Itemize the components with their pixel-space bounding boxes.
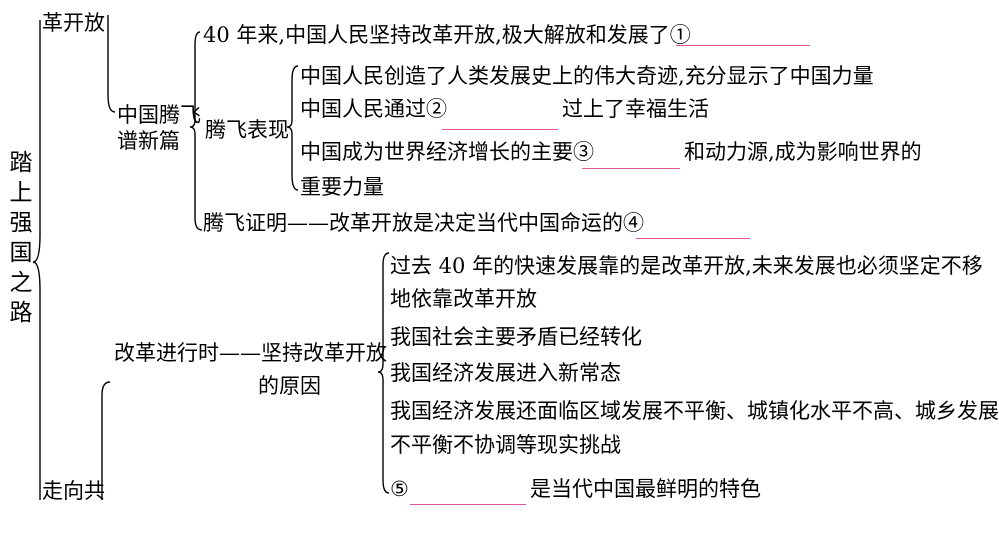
performance-label: 腾飞表现 — [205, 118, 289, 142]
branch-bottom-label: 走向共 — [42, 479, 105, 503]
reason-5a: ⑤ — [390, 477, 409, 501]
reason-3: 我国经济发展进入新常态 — [390, 361, 621, 385]
performance-item-1: 中国人民创造了人类发展史上的伟大奇迹,充分显示了中国力量 — [300, 64, 874, 88]
reason-1-line-1: 过去 40 年的快速发展靠的是改革开放,未来发展也必须坚定不移 — [390, 254, 983, 278]
reasons-brace — [377, 252, 390, 494]
reason-2: 我国社会主要矛盾已经转化 — [390, 325, 642, 349]
blank-2 — [442, 129, 558, 130]
reason-5b: 是当代中国最鲜明的特色 — [530, 477, 761, 501]
performance-brace — [286, 65, 299, 191]
reason-4-line-1: 我国经济发展还面临区域发展不平衡、城镇化水平不高、城乡发展 — [390, 399, 999, 423]
performance-item-3c: 重要力量 — [300, 175, 384, 199]
reform-label-2: 的原因 — [258, 374, 321, 398]
branch-top-label: 革开放 — [42, 11, 105, 35]
connector-lines — [32, 15, 390, 500]
blank-4 — [636, 238, 750, 239]
blank-1 — [676, 45, 810, 46]
root-title: 踏上强国之路 — [9, 150, 33, 326]
flying-title-2: 谱新篇 — [117, 129, 180, 153]
performance-item-2a: 中国人民通过② — [300, 97, 447, 121]
performance-item-3b: 和动力源,成为影响世界的 — [684, 140, 922, 164]
performance-item-3a: 中国成为世界经济增长的主要③ — [300, 140, 594, 164]
reason-4-line-2: 不平衡不协调等现实挑战 — [390, 433, 621, 457]
flying-title-1: 中国腾飞 — [117, 103, 201, 127]
proof-line: 腾飞证明——改革开放是决定当代中国命运的④ — [203, 211, 644, 235]
performance-item-2b: 过上了幸福生活 — [562, 97, 709, 121]
blank-5 — [410, 504, 526, 505]
bottom-group-line — [101, 381, 111, 500]
reform-label-1: 改革进行时——坚持改革开放 — [114, 341, 387, 365]
reason-1-line-2: 地依靠改革开放 — [390, 287, 537, 311]
top-group-line — [107, 15, 116, 113]
flying-brace — [189, 31, 203, 231]
root-brace — [32, 20, 41, 500]
line-40-years: 40 年来,中国人民坚持改革开放,极大解放和发展了① — [203, 23, 691, 47]
blank-3 — [582, 168, 680, 169]
